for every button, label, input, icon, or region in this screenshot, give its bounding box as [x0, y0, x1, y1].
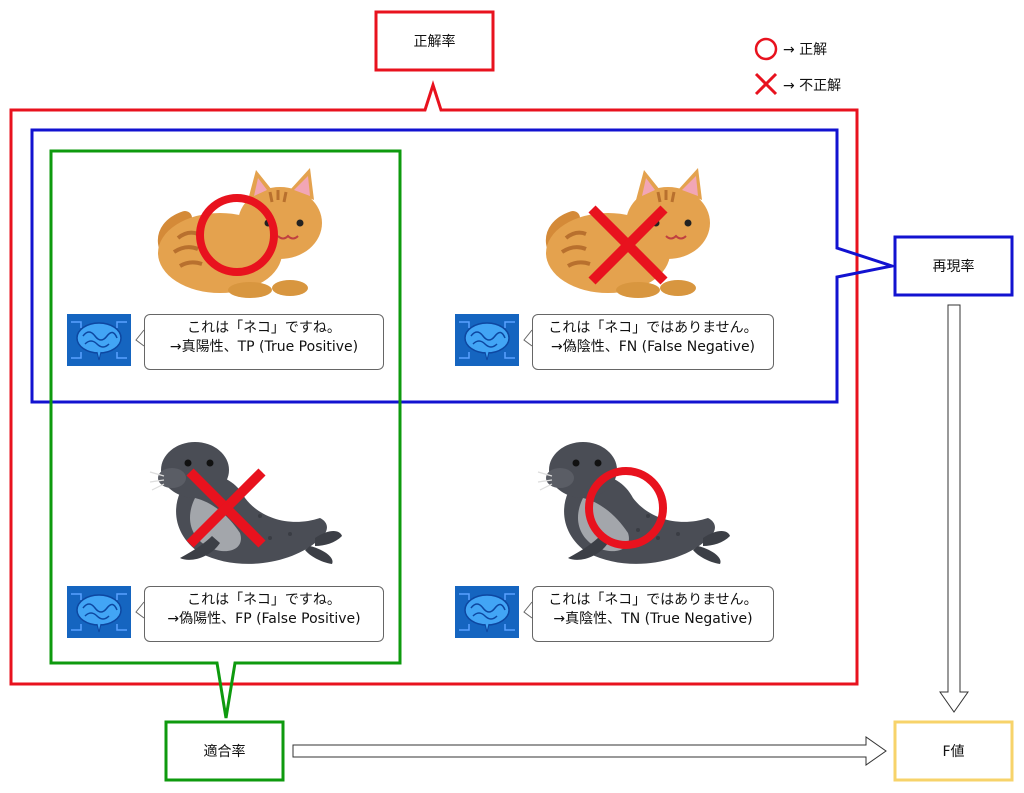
tn-speech-bubble: これは「ネコ」ではありません。 →真陰性、TN (True Negative)	[532, 586, 774, 642]
fn-line2: →偽陰性、FN (False Negative)	[550, 339, 756, 355]
fp-speech-bubble: これは「ネコ」ですね。 →偽陽性、FP (False Positive)	[144, 586, 384, 642]
precision-label-box	[164, 720, 285, 782]
legend-incorrect-text: → 不正解	[783, 78, 842, 94]
accuracy-label-box	[374, 10, 495, 72]
brain-icon	[66, 313, 132, 367]
legend-circle-icon	[754, 37, 778, 61]
fp-seal-image	[149, 441, 343, 565]
tn-line2: →真陰性、TN (True Negative)	[553, 611, 753, 627]
tp-line1: これは「ネコ」ですね。	[187, 320, 341, 336]
recall-to-f-arrow	[939, 304, 969, 713]
fp-line2: →偽陽性、FP (False Positive)	[167, 611, 361, 627]
fmeasure-label: F値	[942, 744, 965, 760]
brain-icon	[66, 585, 132, 639]
recall-label-box	[893, 235, 1014, 297]
brain-icon	[454, 585, 520, 639]
legend-correct-text: → 正解	[783, 42, 828, 58]
tp-speech-bubble: これは「ネコ」ですね。 →真陽性、TP (True Positive)	[144, 314, 384, 370]
tp-line2: →真陽性、TP (True Positive)	[169, 339, 359, 355]
recall-region	[30, 128, 898, 404]
brain-icon	[454, 313, 520, 367]
precision-to-f-arrow	[292, 736, 887, 766]
legend-cross-icon	[754, 72, 778, 96]
tp-cat-image	[158, 168, 322, 298]
tn-line1: これは「ネコ」ではありません。	[548, 592, 758, 608]
fn-cat-image	[546, 168, 710, 298]
precision-label: 適合率	[203, 744, 246, 760]
fmeasure-label-box	[893, 720, 1014, 782]
precision-region	[49, 149, 402, 719]
fn-speech-bubble: これは「ネコ」ではありません。 →偽陰性、FN (False Negative)	[532, 314, 774, 370]
fn-line1: これは「ネコ」ではありません。	[548, 320, 758, 336]
fp-line1: これは「ネコ」ですね。	[187, 592, 341, 608]
accuracy-region	[9, 80, 859, 686]
accuracy-label: 正解率	[413, 34, 456, 50]
recall-label: 再現率	[932, 259, 975, 275]
